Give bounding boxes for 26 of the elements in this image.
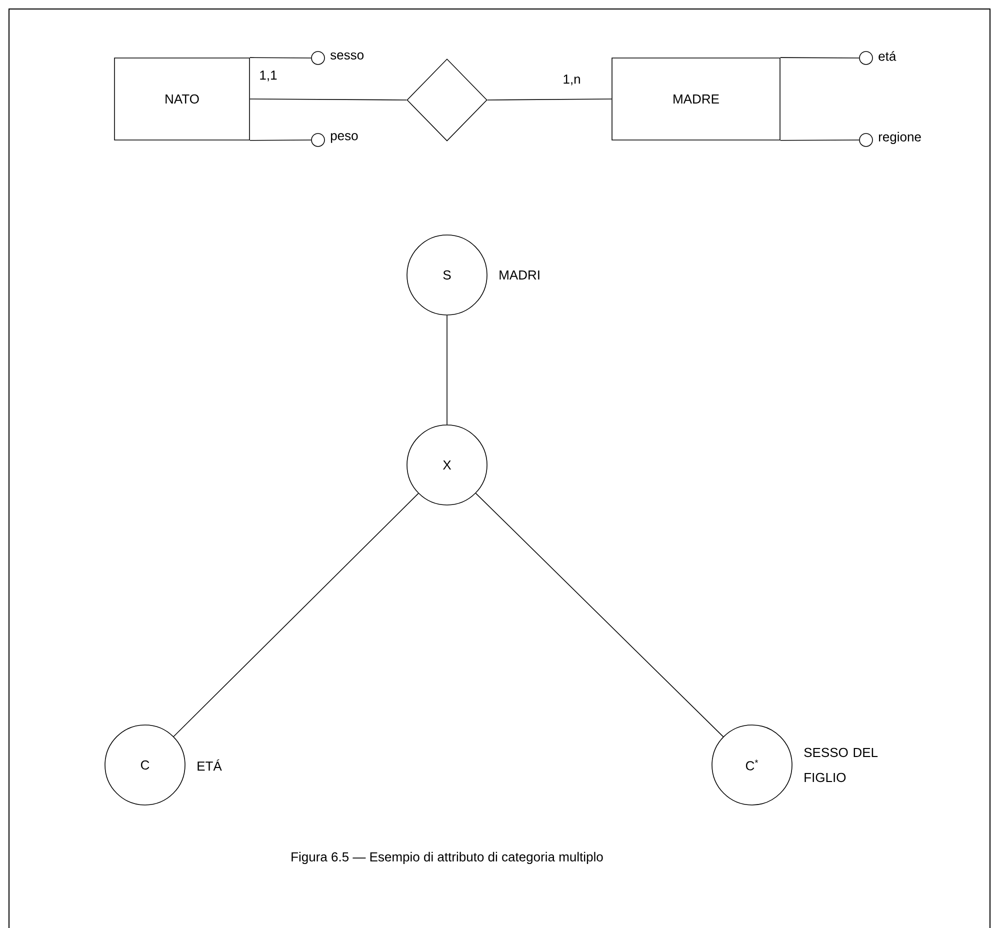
attribute-label: regione xyxy=(878,132,921,144)
caption: Figura 6.5 — Esempio di attributo di categoria multiplo xyxy=(292,852,603,864)
connector xyxy=(173,493,419,737)
connector xyxy=(475,492,724,738)
category-label: ETÁ xyxy=(198,759,222,771)
connector xyxy=(780,140,860,141)
attribute-circle xyxy=(311,133,325,147)
connector xyxy=(446,314,448,425)
attribute-label: sesso xyxy=(330,52,364,60)
attribute-circle xyxy=(311,51,325,65)
category-label: MADRI xyxy=(500,270,540,280)
relationship-diamond xyxy=(406,58,488,142)
connector xyxy=(250,98,407,100)
attribute-label: etá xyxy=(878,51,896,61)
entity-box: NATO xyxy=(114,58,250,140)
cardinality-label: 1,1 xyxy=(258,70,278,82)
category-label: SESSO DEL FIGLIO xyxy=(804,748,878,782)
entity-box: MADRE xyxy=(612,58,780,140)
connector xyxy=(250,57,312,58)
attribute-circle xyxy=(859,133,873,147)
attribute-circle xyxy=(859,51,873,65)
attribute-label: peso xyxy=(330,133,358,143)
connector xyxy=(780,57,860,58)
connector xyxy=(250,140,312,141)
connector xyxy=(487,98,612,100)
cardinality-label: 1,n xyxy=(562,74,582,86)
